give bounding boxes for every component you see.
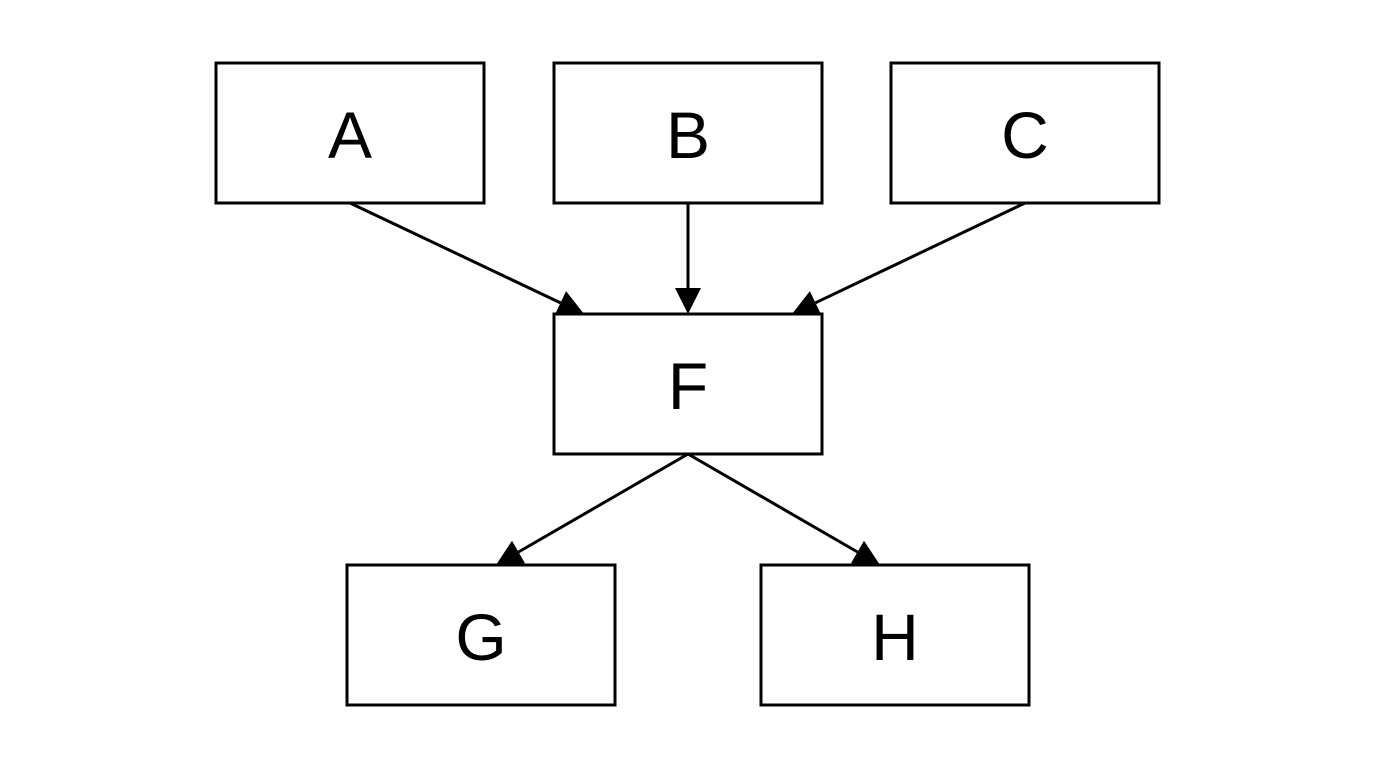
edge-line — [349, 201, 562, 305]
node-h: H — [759, 563, 1031, 707]
node-box — [552, 61, 824, 205]
arrowhead-icon — [496, 540, 526, 565]
node-c: C — [889, 61, 1161, 205]
arrowhead-icon — [554, 291, 584, 315]
node-f: F — [552, 312, 824, 456]
edge-c-to-f — [792, 201, 1026, 315]
node-label: F — [668, 349, 708, 423]
edge-f-to-h — [687, 452, 880, 565]
edge-a-to-f — [349, 201, 584, 315]
node-box — [214, 61, 486, 205]
edge-f-to-g — [496, 452, 689, 565]
arrowhead-icon — [850, 540, 880, 565]
node-label: H — [871, 600, 919, 674]
edges-layer — [349, 201, 1026, 565]
node-box — [345, 563, 617, 707]
edge-line — [517, 452, 689, 554]
arrowhead-icon — [792, 291, 822, 315]
node-b: B — [552, 61, 824, 205]
node-label: C — [1001, 98, 1049, 172]
edge-line — [687, 452, 859, 554]
edge-b-to-f — [675, 203, 701, 314]
node-label: G — [455, 600, 506, 674]
edge-line — [814, 201, 1026, 305]
node-box — [889, 61, 1161, 205]
node-a: A — [214, 61, 486, 205]
node-box — [759, 563, 1031, 707]
node-label: A — [328, 98, 372, 172]
nodes-layer: A B C F G H — [214, 61, 1161, 707]
node-box — [552, 312, 824, 456]
node-g: G — [345, 563, 617, 707]
node-label: B — [666, 98, 710, 172]
arrowhead-icon — [675, 288, 701, 314]
